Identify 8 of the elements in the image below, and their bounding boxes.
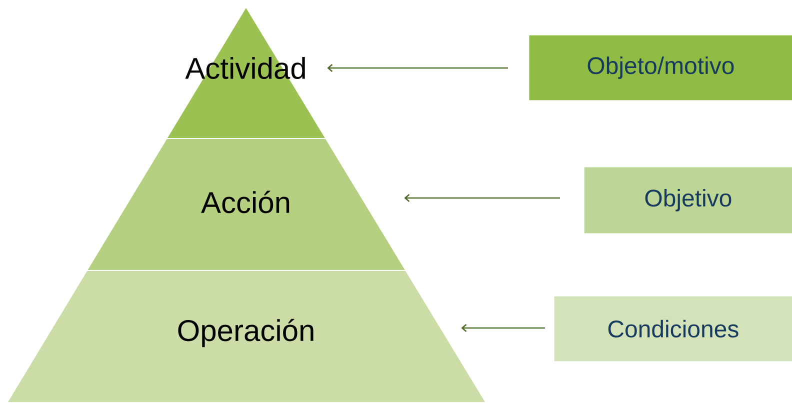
label-box: Objetivo [584, 167, 792, 234]
arrow [404, 194, 560, 202]
arrow [327, 64, 508, 72]
arrow [461, 324, 545, 332]
label-box: Objeto/motivo [529, 35, 792, 100]
label-box: Condiciones [554, 296, 792, 362]
pyramid-level: Operación [8, 271, 485, 402]
pyramid-level: Acción [88, 139, 405, 270]
